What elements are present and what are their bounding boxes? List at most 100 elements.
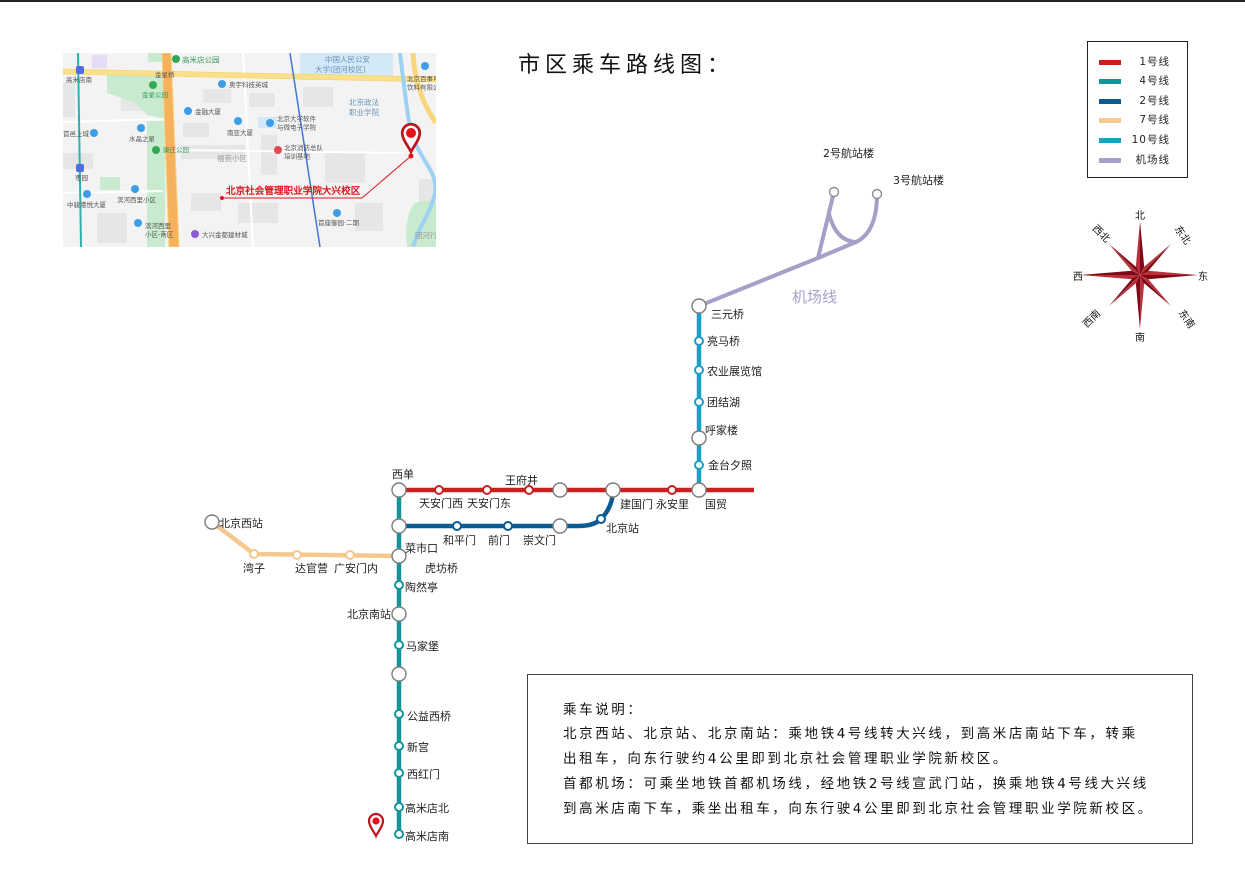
station-marker[interactable]	[292, 550, 302, 560]
station-marker[interactable]	[394, 709, 404, 719]
destination-pin-icon[interactable]	[367, 812, 385, 839]
map-poi[interactable]: 水晶之星	[129, 124, 156, 143]
station-marker[interactable]	[694, 365, 704, 375]
map-poi[interactable]: 奥宇科技英城	[218, 80, 269, 89]
station-marker[interactable]	[394, 580, 404, 590]
station-marker[interactable]	[394, 640, 404, 650]
compass-ray-e-light	[1140, 270, 1198, 275]
poi-label: 北京消防总队	[284, 143, 324, 152]
map-poi[interactable]: 高米店南	[66, 66, 93, 84]
map-poi[interactable]: 福苑小区	[217, 153, 247, 163]
map-poi[interactable]: 康庄公园	[152, 145, 189, 154]
map-poi[interactable]: 中骏港悦大厦	[67, 190, 107, 209]
location-pin-icon[interactable]	[400, 122, 422, 155]
station-marker[interactable]	[394, 802, 404, 812]
map-poi[interactable]: 团河行	[415, 230, 436, 240]
leader-dot	[408, 153, 414, 159]
top-border	[0, 0, 1245, 2]
interchange-marker[interactable]	[391, 666, 407, 682]
station-label: 永安里	[656, 497, 689, 511]
airport-line-t2-branch	[816, 190, 836, 260]
station-label: 西红门	[407, 767, 440, 781]
interchange-marker[interactable]	[691, 482, 707, 498]
poi-label: 饮料有限公	[407, 83, 436, 92]
station-label: 高米店北	[405, 801, 449, 815]
station-marker[interactable]	[596, 514, 606, 524]
poi-label: 奥宇科技英城	[229, 80, 269, 89]
interchange-marker[interactable]	[691, 430, 707, 446]
station-marker[interactable]	[345, 550, 355, 560]
map-poi[interactable]: 北京政法 职业学院	[349, 97, 379, 117]
station-marker[interactable]	[394, 829, 404, 839]
interchange-marker[interactable]	[552, 518, 568, 534]
station-label: 北京站	[606, 521, 639, 535]
poi-label: 小区-南区	[145, 230, 174, 239]
map-poi[interactable]: 北京百事可 饮料有限公	[407, 62, 436, 92]
interchange-marker[interactable]	[552, 482, 568, 498]
legend-label: 机场线	[1135, 154, 1170, 166]
station-marker[interactable]	[524, 485, 534, 495]
compass-label-e: 东	[1198, 270, 1208, 283]
interchange-marker[interactable]	[204, 514, 220, 530]
location-map-inset[interactable]: 高米店南 金星桥 金星公园 奥宇科技英城 金融大厦 南亚大厦 北京大学软件 与微…	[63, 53, 436, 247]
map-poi[interactable]: 金星桥	[155, 70, 175, 79]
school-icon	[266, 119, 274, 127]
interchange-marker[interactable]	[691, 298, 707, 314]
map-poi[interactable]: 大兴金都建材城	[191, 230, 248, 239]
station-marker[interactable]	[249, 549, 259, 559]
pin-outline	[367, 812, 385, 839]
map-poi[interactable]: 北京消防总队 培训基地	[274, 143, 324, 161]
legend-swatch	[1098, 137, 1121, 143]
station-marker[interactable]	[394, 768, 404, 778]
interchange-marker[interactable]	[391, 482, 407, 498]
line-4-stops	[394, 580, 404, 839]
station-marker[interactable]	[694, 460, 704, 470]
line-10-stops	[694, 336, 704, 470]
poi-label: 福苑小区	[217, 153, 247, 163]
map-poi[interactable]: 滨河西里 小区-南区	[134, 219, 174, 239]
legend-item-airport-line: 机场线	[1088, 153, 1187, 167]
station-label: 新宫	[407, 740, 429, 754]
station-marker[interactable]	[694, 397, 704, 407]
station-label: 马家堡	[406, 639, 439, 653]
map-poi[interactable]: 中国人民公安 大学(团河校区)	[315, 54, 370, 74]
poi-label: 与微电子学院	[277, 123, 317, 132]
legend-item-line-7: 7号线	[1088, 113, 1187, 127]
station-label: 天安门东	[467, 496, 511, 510]
fire-station-icon	[274, 146, 282, 154]
map-poi[interactable]: 滨河西里小区	[117, 185, 157, 204]
station-label: 3号航站楼	[893, 173, 944, 187]
legend-swatch	[1098, 98, 1121, 104]
map-poi[interactable]: 首邑上城	[63, 129, 98, 138]
compass-ray-w-dark	[1080, 270, 1140, 275]
station-marker[interactable]	[503, 521, 513, 531]
station-marker[interactable]	[667, 485, 677, 495]
station-marker[interactable]	[694, 336, 704, 346]
building-icon	[234, 117, 242, 125]
interchange-marker[interactable]	[391, 606, 407, 622]
station-marker[interactable]	[452, 521, 462, 531]
interchange-marker[interactable]	[605, 482, 621, 498]
station-label: 金台夕照	[708, 458, 752, 472]
station-marker[interactable]	[394, 741, 404, 751]
station-marker[interactable]	[482, 485, 492, 495]
station-label: 亮马桥	[707, 334, 740, 348]
station-marker[interactable]	[871, 188, 883, 200]
map-poi[interactable]: 金融大厦	[184, 107, 222, 116]
airport-terminal-stops	[828, 186, 883, 200]
map-poi[interactable]: 枣园	[75, 164, 88, 182]
map-poi[interactable]: 高米店公园	[172, 55, 220, 65]
station-label: 呼家楼	[705, 423, 738, 437]
station-label: 广安门内	[334, 561, 378, 575]
poi-label: 中骏港悦大厦	[67, 200, 107, 209]
station-marker[interactable]	[828, 186, 840, 198]
map-poi[interactable]: 北京大学软件 与微电子学院	[266, 114, 317, 132]
map-poi[interactable]: 金星公园	[142, 81, 168, 99]
map-poi[interactable]: 南亚大厦	[227, 117, 254, 137]
interchange-marker[interactable]	[391, 518, 407, 534]
station-label: 达官营	[295, 561, 328, 575]
station-marker[interactable]	[434, 485, 444, 495]
map-poi[interactable]: 首座御园·二期	[318, 209, 360, 227]
interchange-marker[interactable]	[391, 548, 407, 564]
map-rail-line	[289, 53, 321, 247]
